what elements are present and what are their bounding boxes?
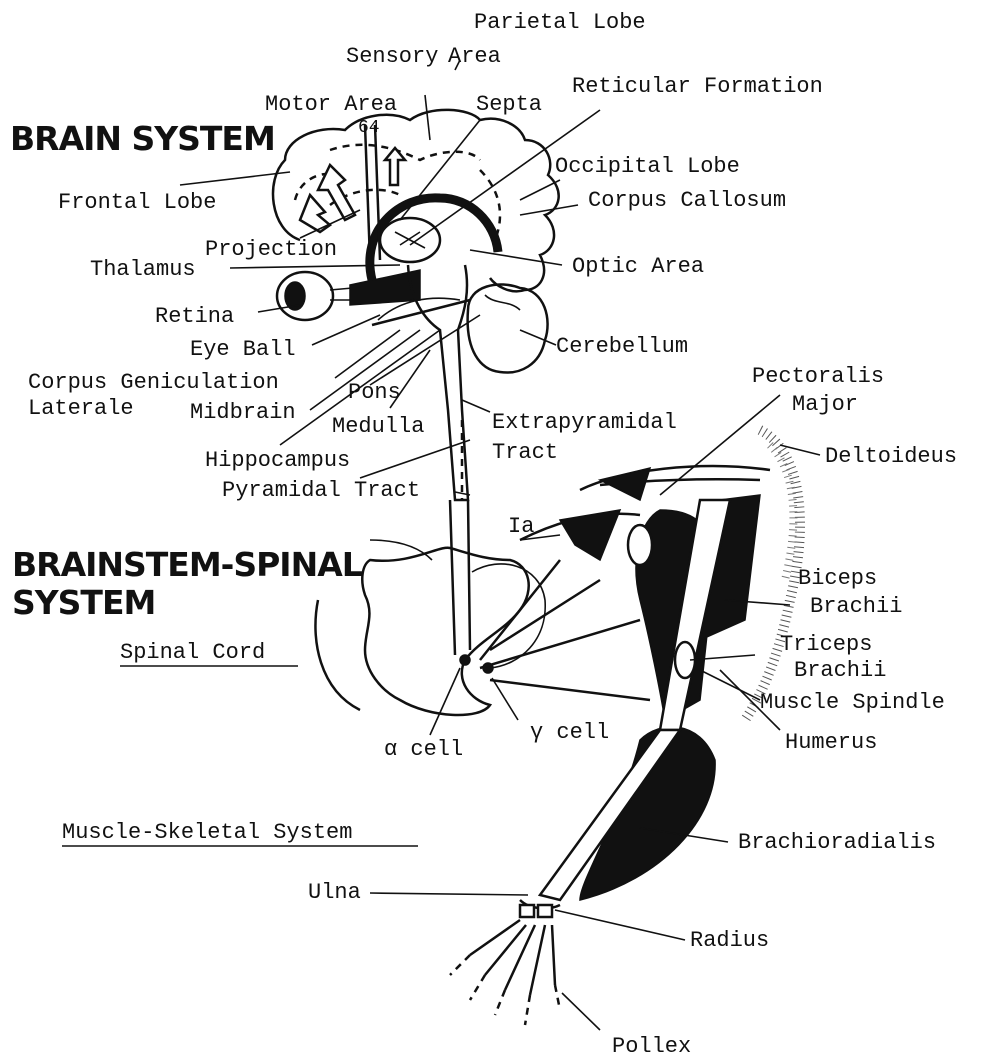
label-ia: Ia: [508, 514, 534, 539]
label-medulla: Medulla: [332, 414, 424, 439]
heading-brainstem-spinal-1: BRAINSTEM-SPINAL: [12, 545, 363, 584]
label-extrapyramidal: Extrapyramidal: [492, 410, 677, 435]
label-projection: Projection: [205, 237, 337, 262]
label-parietal-lobe: Parietal Lobe: [474, 10, 646, 35]
label-hippocampus: Hippocampus: [205, 448, 350, 473]
label-pons: Pons: [348, 380, 401, 405]
cerebellum-shape: [468, 284, 548, 372]
label-triceps: Triceps: [780, 632, 872, 657]
label-biceps-brachii: Brachii: [810, 594, 902, 619]
label-biceps: Biceps: [798, 566, 877, 591]
label-eye-ball: Eye Ball: [190, 337, 296, 362]
label-frontal-lobe: Frontal Lobe: [58, 190, 216, 215]
label-septa: Septa: [476, 92, 542, 117]
label-radius: Radius: [690, 928, 769, 953]
label-midbrain: Midbrain: [190, 400, 296, 425]
deltoid-stipple: [745, 430, 800, 720]
label-pyramidal-tract: Pyramidal Tract: [222, 478, 420, 503]
label-humerus: Humerus: [785, 730, 877, 755]
label-cerebellum: Cerebellum: [556, 334, 688, 359]
hand-bones: [450, 900, 560, 1025]
eye-shape: [277, 270, 420, 320]
label-major: Major: [792, 392, 858, 417]
label-occipital-lobe: Occipital Lobe: [555, 154, 740, 179]
heading-brain-system: BRAIN SYSTEM: [10, 119, 275, 158]
label-tract: Tract: [492, 440, 558, 465]
label-area-number: 64: [358, 118, 380, 138]
label-brachioradialis: Brachioradialis: [738, 830, 936, 855]
label-laterale: Laterale: [28, 396, 134, 421]
label-thalamus: Thalamus: [90, 257, 196, 282]
label-pectoralis: Pectoralis: [752, 364, 884, 389]
label-retina: Retina: [155, 304, 234, 329]
spinal-cord-section: [315, 420, 650, 715]
label-sensory: Sensory: [346, 44, 438, 69]
thalamus-shape: [380, 218, 440, 262]
section-label-spinal-cord: Spinal Cord: [120, 640, 265, 665]
label-corpus-geniculation: Corpus Geniculation: [28, 370, 279, 395]
label-muscle-spindle: Muscle Spindle: [760, 690, 945, 715]
label-deltoideus: Deltoideus: [825, 444, 957, 469]
label-triceps-brachii: Brachii: [794, 658, 886, 683]
section-label-muscle-skeletal: Muscle-Skeletal System: [62, 820, 352, 845]
label-alpha-cell: α cell: [384, 737, 463, 762]
label-group: Parietal Lobe Sensory Area Reticular For…: [28, 10, 957, 1059]
label-optic-area: Optic Area: [572, 254, 704, 279]
label-gamma-cell: γ cell: [530, 720, 609, 745]
label-reticular-formation: Reticular Formation: [572, 74, 823, 99]
label-motor-area: Motor Area: [265, 92, 397, 117]
label-ulna: Ulna: [308, 880, 361, 905]
label-corpus-callosum: Corpus Callosum: [588, 188, 786, 213]
label-pollex: Pollex: [612, 1034, 691, 1059]
heading-brainstem-spinal-2: SYSTEM: [12, 583, 155, 622]
label-area: Area: [448, 44, 501, 69]
